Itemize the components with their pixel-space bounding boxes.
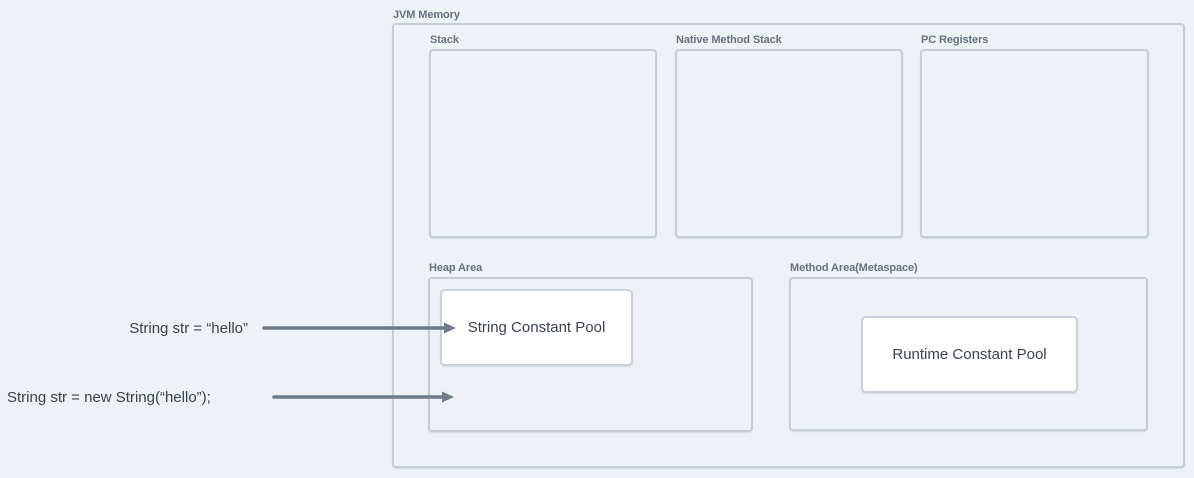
jvm-memory-label: JVM Memory	[393, 9, 460, 21]
method-area-label: Method Area(Metaspace)	[790, 262, 918, 274]
string-constant-pool-node: String Constant Pool	[440, 289, 633, 366]
stack-label: Stack	[430, 34, 459, 46]
pc-registers-box	[920, 49, 1149, 238]
jvm-memory-box	[392, 23, 1185, 468]
heap-area-box	[428, 277, 753, 432]
pc-registers-label: PC Registers	[921, 34, 989, 46]
annotation-new-string-assignment: String str = new String(“hello”);	[7, 389, 211, 406]
annotation-literal-assignment: String str = “hello”	[129, 320, 248, 337]
native-method-stack-box	[675, 49, 903, 238]
stack-box	[429, 49, 657, 238]
heap-area-label: Heap Area	[429, 262, 483, 274]
method-area-box	[789, 277, 1148, 431]
runtime-constant-pool-node: Runtime Constant Pool	[861, 316, 1078, 393]
native-method-stack-label: Native Method Stack	[676, 34, 782, 46]
